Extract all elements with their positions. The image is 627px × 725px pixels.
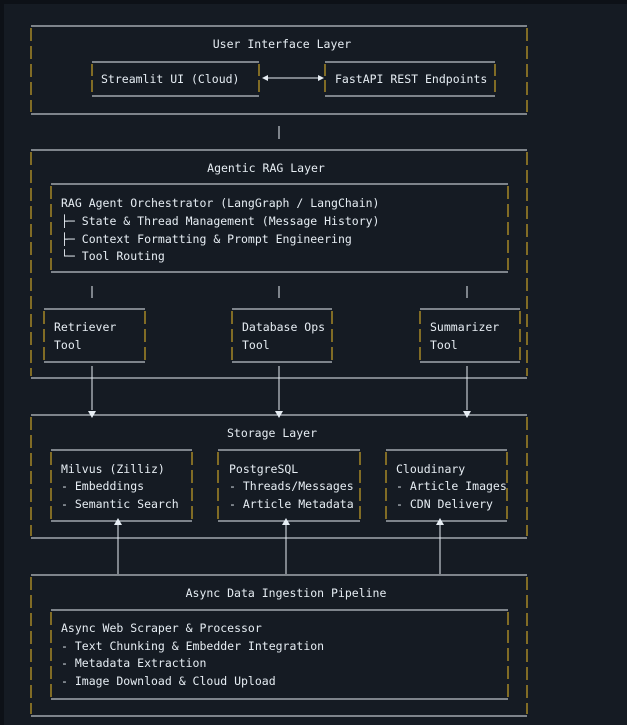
scraper-line-1: Async Web Scraper & Processor	[61, 621, 262, 635]
store-box-cloudinary: Cloudinary - Article Images - CDN Delive…	[385, 449, 508, 522]
rag-layer: Agentic RAG Layer RAG Agent Orchestrator…	[30, 149, 528, 379]
store-box-postgresql: PostgreSQL - Threads/Messages - Article …	[217, 449, 361, 522]
streamlit-box: Streamlit UI (Cloud)	[91, 61, 260, 97]
ui-layer: User Interface Layer Streamlit UI (Cloud…	[30, 25, 528, 115]
streamlit-label: Streamlit UI (Cloud)	[101, 72, 239, 86]
diagram-frame	[4, 4, 627, 725]
rag-layer-title: Agentic RAG Layer	[207, 161, 325, 175]
orchestrator-line-1: RAG Agent Orchestrator (LangGraph / Lang…	[61, 196, 380, 210]
storage-layer: Storage Layer Milvus (Zilliz) - Embeddin…	[30, 414, 528, 539]
store-detail: - Embeddings	[61, 479, 144, 493]
arrows-tools-to-storage	[88, 366, 471, 418]
orchestrator-line-3: ├─ Context Formatting & Prompt Engineeri…	[61, 232, 352, 246]
orchestrator-line-2: ├─ State & Thread Management (Message Hi…	[61, 214, 380, 228]
scraper-line-2: - Text Chunking & Embedder Integration	[61, 639, 324, 653]
store-box-milvus: Milvus (Zilliz) - Embeddings - Semantic …	[50, 449, 193, 522]
fastapi-label: FastAPI REST Endpoints	[335, 72, 487, 86]
ingestion-layer: Async Data Ingestion Pipeline Async Web …	[30, 574, 528, 717]
tool-box-retriever: Retriever Tool	[43, 308, 146, 363]
orchestrator-line-4: └─ Tool Routing	[61, 249, 165, 263]
scraper-box: Async Web Scraper & Processor - Text Chu…	[50, 609, 509, 700]
ingestion-layer-title: Async Data Ingestion Pipeline	[186, 586, 387, 600]
store-detail: - CDN Delivery	[396, 497, 493, 511]
tool-sub: Tool	[54, 338, 82, 352]
store-detail: - Semantic Search	[61, 497, 179, 511]
tool-box-summarizer: Summarizer Tool	[419, 308, 521, 363]
store-name: Milvus (Zilliz)	[61, 462, 165, 476]
store-detail: - Article Metadata	[229, 497, 354, 511]
store-detail: - Threads/Messages	[229, 479, 354, 493]
store-name: PostgreSQL	[229, 462, 298, 476]
tool-sub: Tool	[242, 338, 270, 352]
scraper-line-4: - Image Download & Cloud Upload	[61, 674, 276, 688]
store-name: Cloudinary	[396, 462, 465, 476]
storage-layer-title: Storage Layer	[227, 426, 317, 440]
tool-name: Database Ops	[242, 320, 325, 334]
scraper-line-3: - Metadata Extraction	[61, 656, 206, 670]
fastapi-box: FastAPI REST Endpoints	[324, 61, 496, 97]
store-detail: - Article Images	[396, 479, 507, 493]
tool-box-database-ops: Database Ops Tool	[231, 308, 333, 363]
tool-sub: Tool	[430, 338, 458, 352]
orchestrator-box: RAG Agent Orchestrator (LangGraph / Lang…	[50, 183, 509, 273]
tool-name: Retriever	[54, 320, 116, 334]
ui-layer-title: User Interface Layer	[213, 37, 352, 51]
arrows-ingest-to-storage	[114, 518, 444, 574]
bidirectional-arrow	[262, 75, 324, 81]
tool-name: Summarizer	[430, 320, 499, 334]
